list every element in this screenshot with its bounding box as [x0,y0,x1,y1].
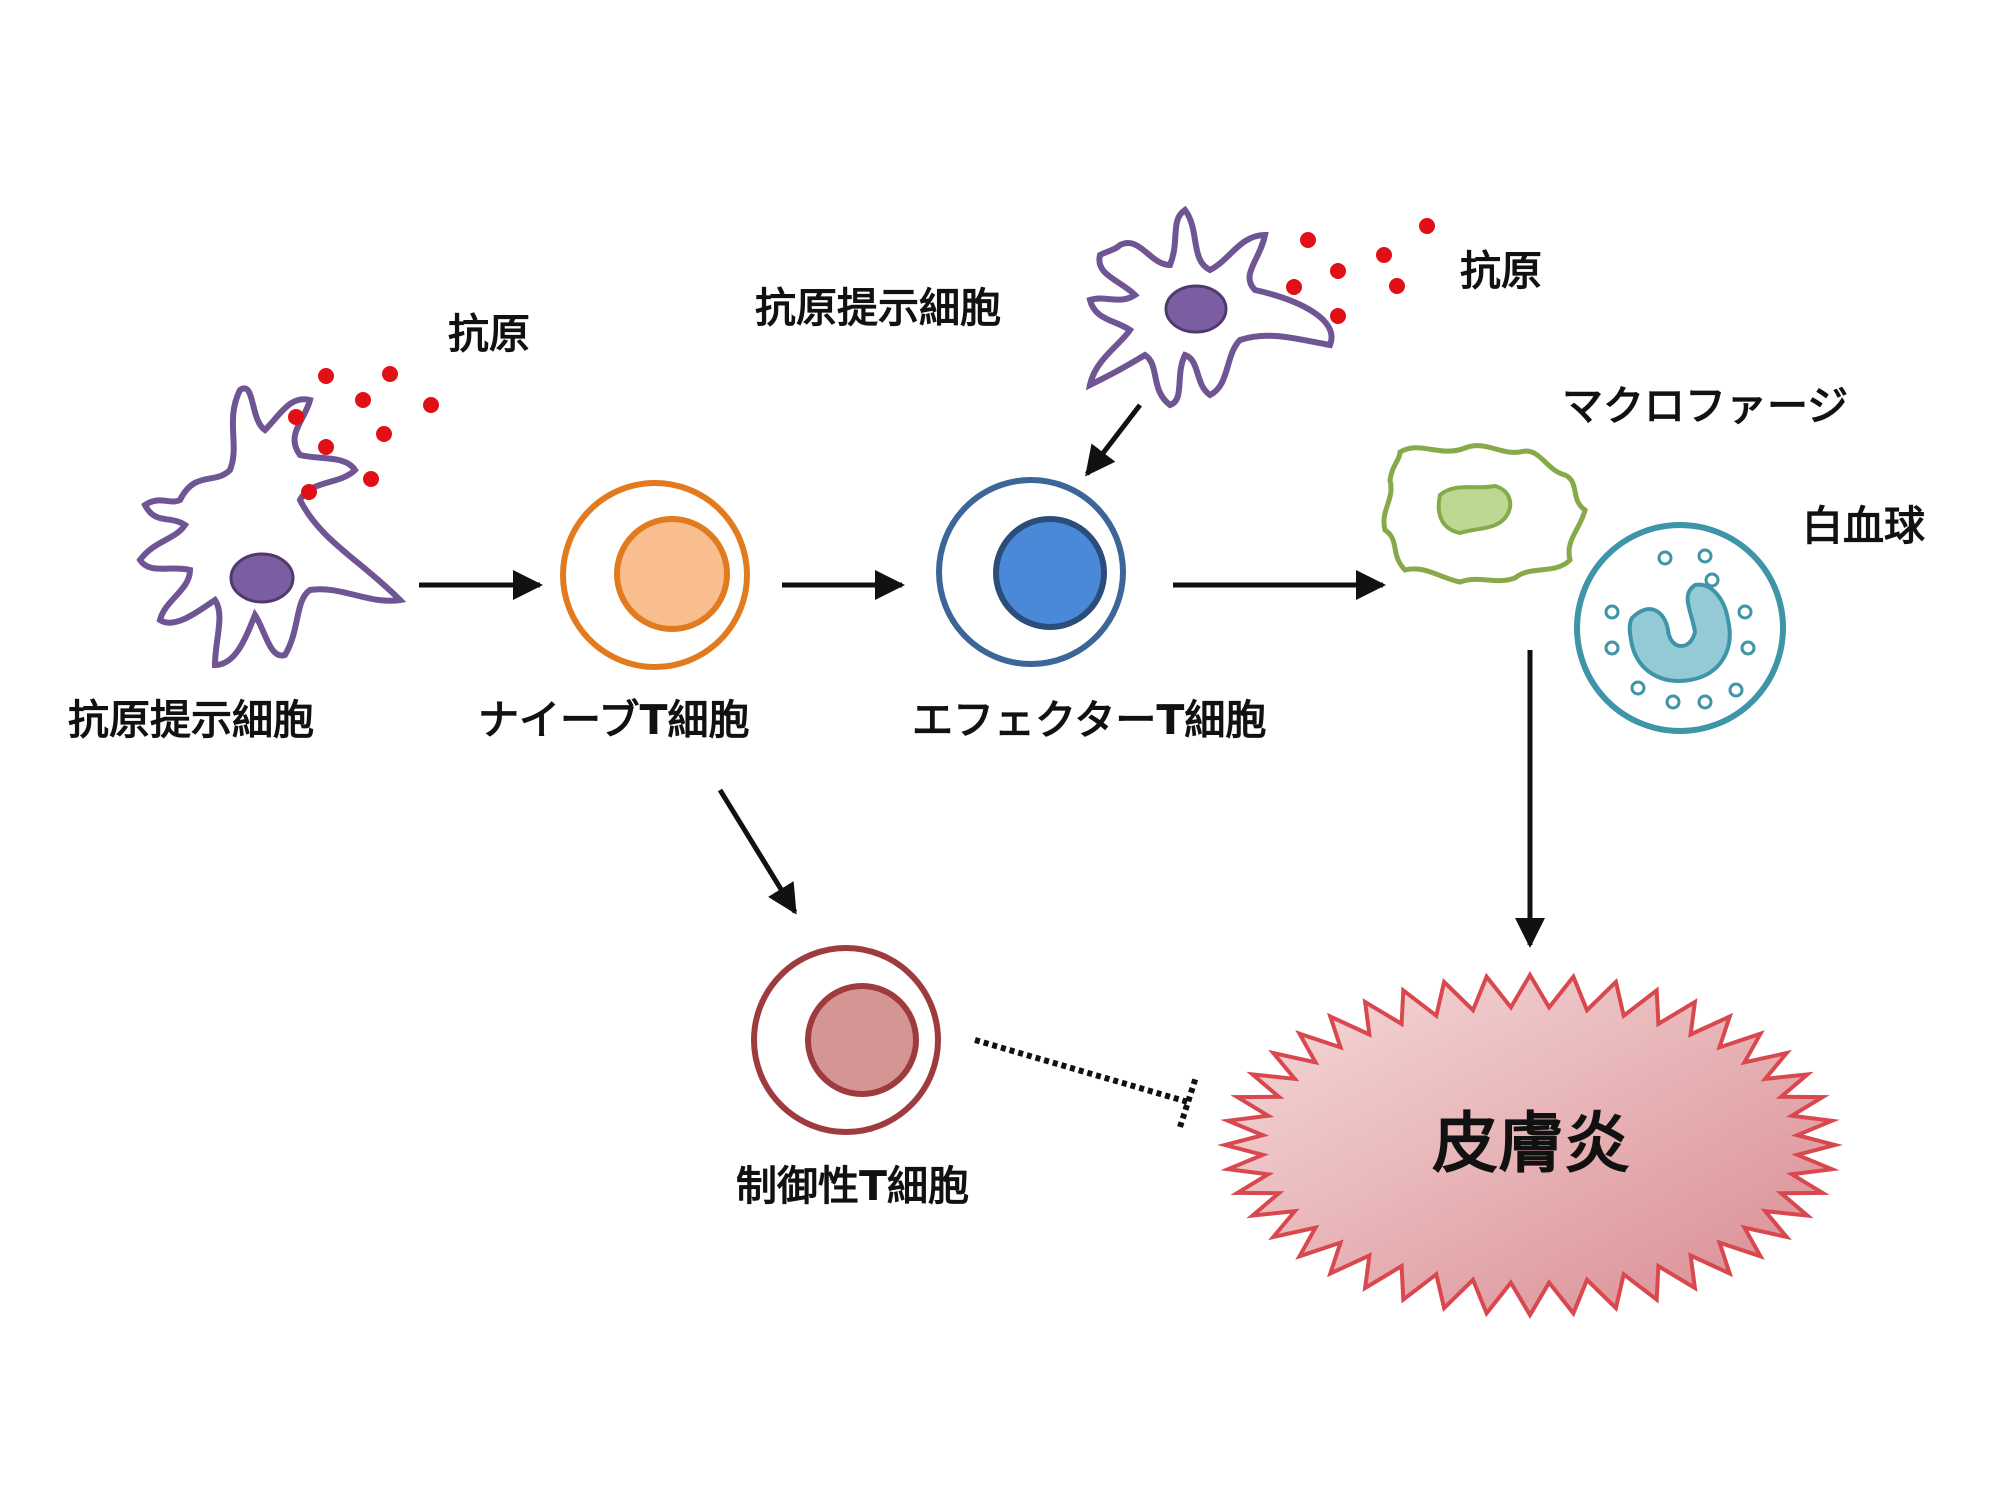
apc-label-left: 抗原提示細胞 [68,696,314,744]
naive-t-core [614,516,730,632]
leukocyte-cell [1574,522,1786,734]
leukocyte-outer [1574,522,1786,734]
apc-label-top: 抗原提示細胞 [755,284,1001,332]
naive-t-cell [560,480,750,670]
antigen-dot [1419,218,1435,234]
antigen-dot [1330,308,1346,324]
effector-t-core [993,516,1107,630]
antigen-dot [1300,232,1316,248]
antigen-dots-left [288,366,439,500]
naive-t-label: ナイーブT細胞 [478,696,750,744]
antigen-dot [288,409,304,425]
antigen-dot [376,426,392,442]
macrophage-cell [1381,443,1588,585]
antigen-label-top: 抗原 [1460,247,1542,295]
dermatitis-starburst [1217,971,1843,1319]
antigen-dot [1330,263,1346,279]
effector-t-label: エフェクターT細胞 [912,696,1266,744]
antigen-dot [1376,247,1392,263]
treg-cell [751,945,941,1135]
antigen-dot [301,484,317,500]
arrow-naive-to-treg [717,788,798,915]
treg-core [805,983,919,1097]
macrophage-label: マクロファージ [1562,382,1848,430]
dermatitis-label: 皮膚炎 [1432,1105,1630,1182]
antigen-label-left: 抗原 [448,310,530,358]
antigen-dot [1286,279,1302,295]
granule [1740,640,1756,656]
apc-left-nucleus [229,552,295,604]
apc-left-body [136,385,407,669]
antigen-dot [423,397,439,413]
granule [1704,572,1720,588]
antigen-dot [1389,278,1405,294]
antigen-dot [318,368,334,384]
arrow-apc-to-effector [1085,403,1142,477]
apc-left-cell [136,385,407,669]
antigen-dot [355,392,371,408]
granule [1665,694,1681,710]
antigen-dot [318,439,334,455]
antigen-dot [382,366,398,382]
effector-t-cell [936,477,1126,667]
granule [1630,680,1646,696]
granule [1697,694,1713,710]
granule [1657,550,1673,566]
apc-top-cell [1085,205,1335,409]
antigen-dot [363,471,379,487]
granule [1737,604,1753,620]
apc-top-nucleus [1164,284,1228,334]
granule [1604,640,1620,656]
inhibition-line-treg-to-dermatitis [974,1037,1189,1105]
leukocyte-label: 白血球 [1802,502,1926,550]
granule [1728,682,1744,698]
granule [1604,604,1620,620]
leukocyte-nucleus [1627,582,1732,683]
treg-label: 制御性T細胞 [736,1162,969,1210]
granule [1697,548,1713,564]
antigen-dots-top [1286,218,1435,324]
dermatitis-shape: 皮膚炎 [1217,971,1843,1319]
macrophage-nucleus [1436,483,1513,536]
